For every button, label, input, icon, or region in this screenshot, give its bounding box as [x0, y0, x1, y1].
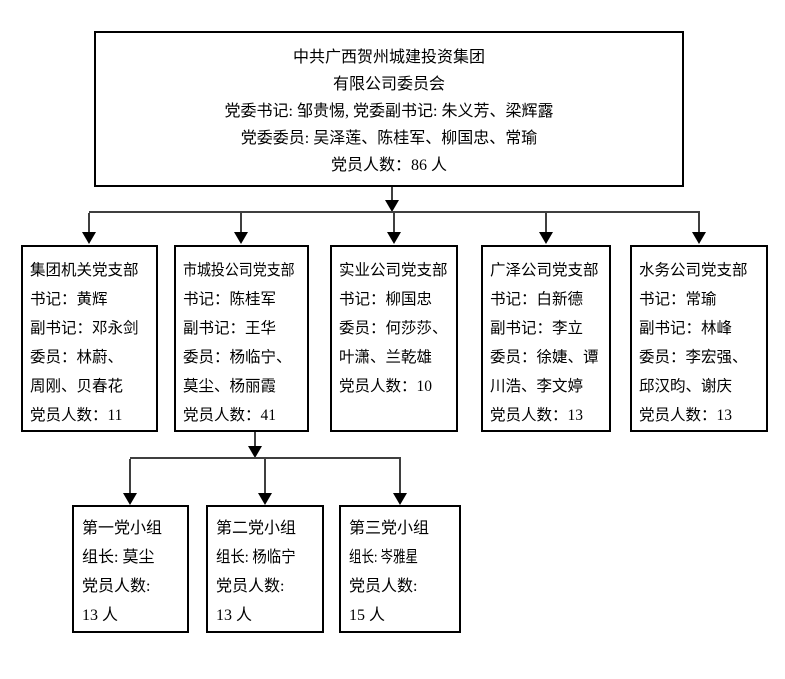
branch2-secretary: 书记：陈桂军 [183, 291, 277, 308]
group3-title: 第三党小组 [349, 520, 430, 537]
group2-leader: 组长: 杨临宁 [216, 549, 296, 566]
group1-count-value: 13 人 [82, 607, 119, 624]
branch4-members-2: 川浩、李文婷 [490, 378, 584, 395]
group-box-first: 第一党小组 组长: 莫尘 党员人数: 13 人 [72, 505, 189, 633]
branch4-members-1: 委员：徐婕、谭 [490, 349, 599, 366]
branch2-members-2: 莫尘、杨丽霞 [183, 378, 277, 395]
branch5-secretary: 书记：常瑜 [639, 291, 717, 308]
branch5-deputy: 副书记：林峰 [639, 320, 733, 337]
branch4-secretary: 书记：白新德 [490, 291, 584, 308]
branch4-title: 广泽公司党支部 [490, 262, 599, 279]
branch2-member-count: 党员人数：41 [183, 407, 277, 424]
branch1-title: 集团机关党支部 [30, 262, 139, 279]
connector-drop-group2 [264, 459, 266, 494]
connector-drop-branch1 [88, 213, 90, 233]
branch2-title: 市城投公司党支部 [183, 262, 295, 279]
arrowhead-group1 [123, 493, 137, 505]
branch-box-water-utility: 水务公司党支部 书记：常瑜 副书记：林峰 委员：李宏强、 邱汉昀、谢庆 党员人数… [630, 245, 768, 432]
branch-box-industrial: 实业公司党支部 书记：柳国忠 委员：何莎莎、 叶潇、兰乾雄 党员人数：10 [330, 245, 458, 432]
branch3-members-1: 委员：何莎莎、 [339, 320, 448, 337]
group3-count-value: 15 人 [349, 607, 386, 624]
root-committee-box: 中共广西贺州城建投资集团 有限公司委员会 党委书记: 邹贵惕, 党委副书记: 朱… [94, 31, 684, 187]
arrowhead-group2 [258, 493, 272, 505]
branch5-title: 水务公司党支部 [639, 262, 748, 279]
branch-box-guangze: 广泽公司党支部 书记：白新德 副书记：李立 委员：徐婕、谭 川浩、李文婷 党员人… [481, 245, 611, 432]
branch3-title: 实业公司党支部 [339, 262, 448, 279]
connector-drop-group3 [399, 459, 401, 494]
connector-drop-branch4 [545, 213, 547, 233]
branch5-members-1: 委员：李宏强、 [639, 349, 748, 366]
group3-leader: 组长: 岑雅星 [349, 549, 418, 566]
connector-drop-branch2 [240, 213, 242, 233]
branch3-members-2: 叶潇、兰乾雄 [339, 349, 433, 366]
arrowhead-branch3 [387, 232, 401, 244]
branch4-member-count: 党员人数：13 [490, 407, 584, 424]
root-title-line-2: 有限公司委员会 [332, 76, 445, 93]
connector-drop-group1 [129, 459, 131, 494]
arrowhead-branch2-stem [248, 446, 262, 458]
group1-count-label: 党员人数: [82, 578, 151, 595]
root-secretaries-line: 党委书记: 邹贵惕, 党委副书记: 朱义芳、梁辉露 [224, 103, 554, 120]
branch2-members-1: 委员：杨临宁、 [183, 349, 292, 366]
arrowhead-group3 [393, 493, 407, 505]
group3-count-label: 党员人数: [349, 578, 418, 595]
arrowhead-root-stem [385, 200, 399, 212]
group2-title: 第二党小组 [216, 520, 297, 537]
branch1-secretary: 书记：黄辉 [30, 291, 108, 308]
connector-drop-branch5 [698, 213, 700, 233]
branch5-member-count: 党员人数：13 [639, 407, 733, 424]
group1-leader: 组长: 莫尘 [82, 549, 155, 566]
root-title-line-1: 中共广西贺州城建投资集团 [292, 49, 485, 66]
root-member-count-line: 党员人数：86 人 [330, 157, 447, 174]
branch1-deputy: 副书记：邓永剑 [30, 320, 139, 337]
branch1-member-count: 党员人数：11 [30, 407, 123, 424]
branch2-deputy: 副书记：王华 [183, 320, 277, 337]
group-box-second: 第二党小组 组长: 杨临宁 党员人数: 13 人 [206, 505, 324, 633]
arrowhead-branch4 [539, 232, 553, 244]
branch1-members-2: 周刚、贝春花 [30, 378, 124, 395]
branch3-secretary: 书记：柳国忠 [339, 291, 433, 308]
group-box-third: 第三党小组 组长: 岑雅星 党员人数: 15 人 [339, 505, 461, 633]
branch5-members-2: 邱汉昀、谢庆 [639, 378, 733, 395]
root-members-line: 党委委员: 吴泽莲、陈桂军、柳国忠、常瑜 [240, 130, 538, 147]
connector-level2-rail [130, 457, 401, 459]
group2-count-label: 党员人数: [216, 578, 285, 595]
branch-box-city-investment: 市城投公司党支部 书记：陈桂军 副书记：王华 委员：杨临宁、 莫尘、杨丽霞 党员… [174, 245, 309, 432]
connector-root-stem [391, 187, 393, 201]
connector-level1-rail [89, 211, 700, 213]
branch1-members-1: 委员：林蔚、 [30, 349, 124, 366]
connector-branch2-stem [254, 432, 256, 447]
branch4-deputy: 副书记：李立 [490, 320, 584, 337]
connector-drop-branch3 [393, 213, 395, 233]
arrowhead-branch2 [234, 232, 248, 244]
branch3-member-count: 党员人数：10 [339, 378, 433, 395]
group2-count-value: 13 人 [216, 607, 253, 624]
branch-box-group-hq: 集团机关党支部 书记：黄辉 副书记：邓永剑 委员：林蔚、 周刚、贝春花 党员人数… [21, 245, 158, 432]
arrowhead-branch5 [692, 232, 706, 244]
arrowhead-branch1 [82, 232, 96, 244]
group1-title: 第一党小组 [82, 520, 163, 537]
